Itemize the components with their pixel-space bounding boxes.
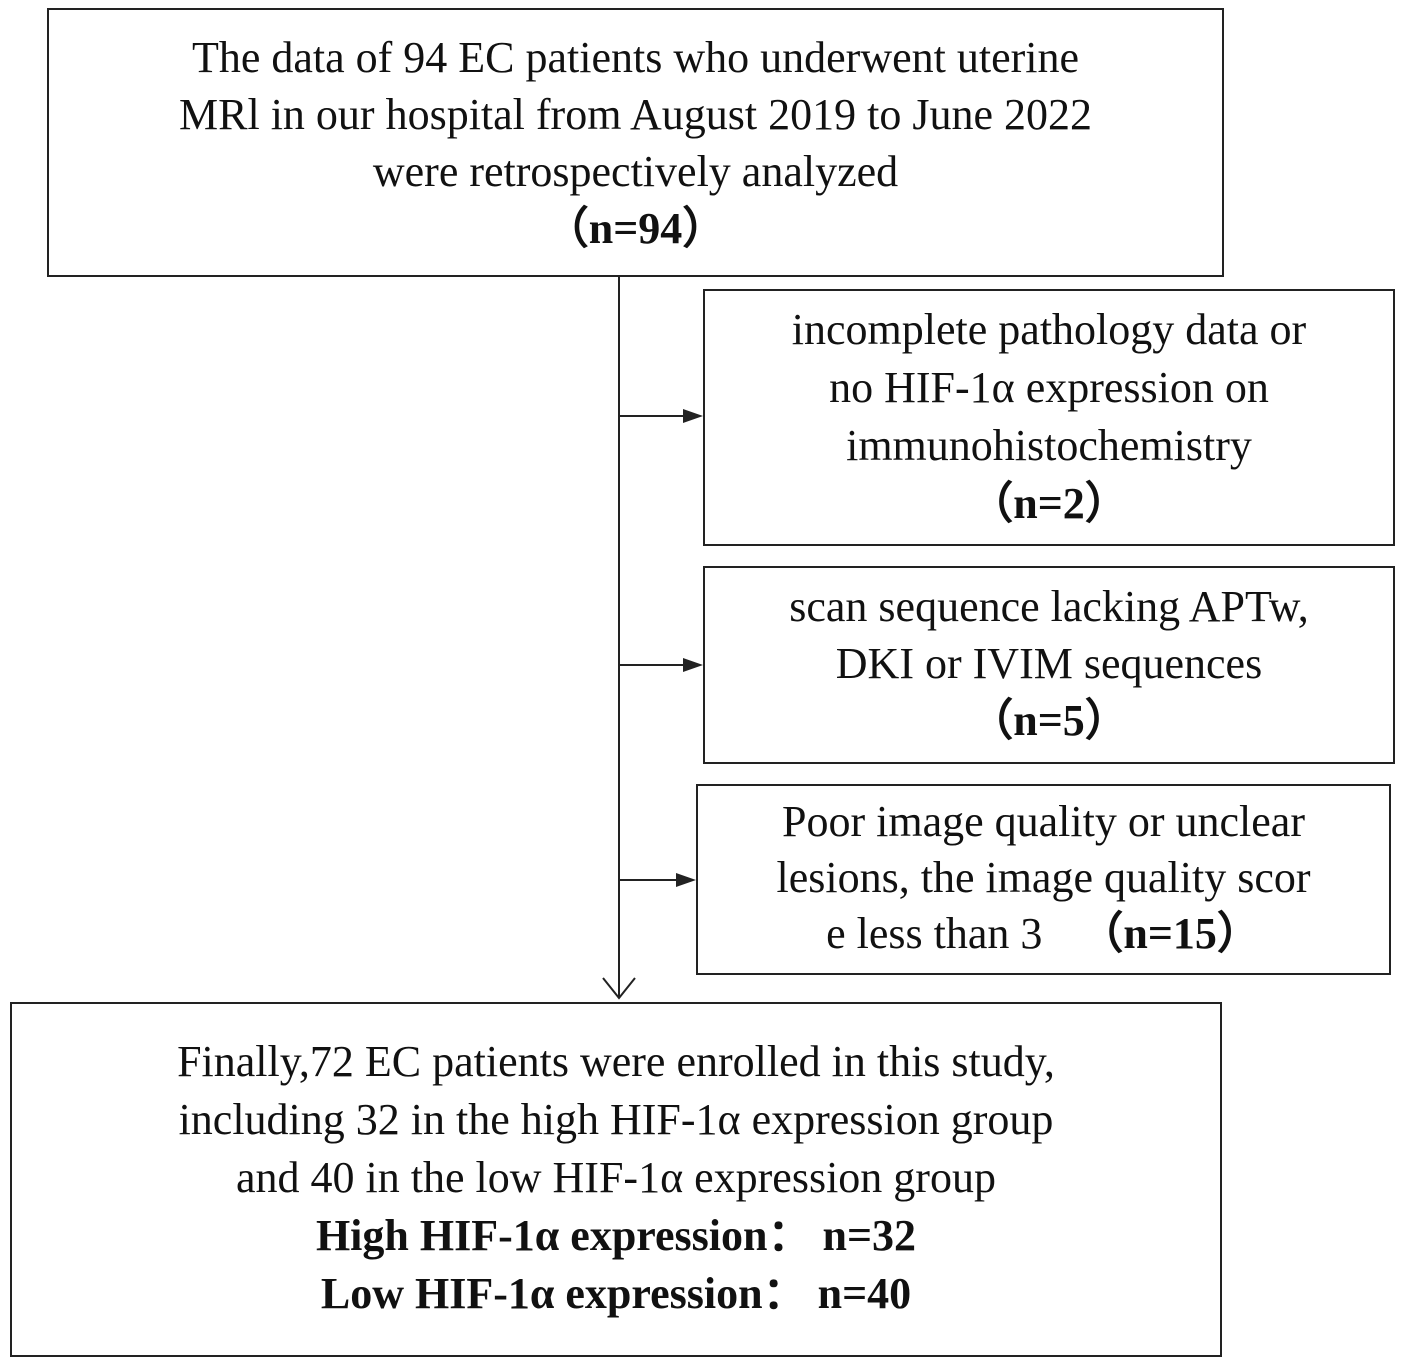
initial-cohort-count: （n=94） <box>544 203 727 253</box>
final-cohort-line-3: and 40 in the low HIF-1α expression grou… <box>236 1152 996 1202</box>
initial-cohort-line-2: MRl in our hospital from August 2019 to … <box>179 89 1092 139</box>
exclusion-1-line-1: incomplete pathology data or <box>791 304 1307 354</box>
exclusion-box-sequence: scan sequence lacking APTw, DKI or IVIM … <box>703 566 1395 764</box>
exclusion-2-line-1: scan sequence lacking APTw, <box>789 581 1309 631</box>
high-expression-count: High HIF-1α expression： n=32 <box>315 1210 917 1260</box>
exclusion-3-count: （n=15） <box>1079 908 1261 958</box>
main-flow-arrowhead <box>602 977 636 1000</box>
exclusion-1-line-3: immunohistochemistry <box>846 420 1252 470</box>
final-cohort-line-2: including 32 in the high HIF-1α expressi… <box>178 1094 1054 1144</box>
exclusion-2-line-2: DKI or IVIM sequences <box>835 638 1263 688</box>
final-cohort-line-1: Finally,72 EC patients were enrolled in … <box>177 1036 1055 1086</box>
exclusion-3-line-2: lesions, the image quality scor <box>776 852 1311 902</box>
exclusion-2-count: （n=5） <box>969 695 1129 745</box>
exclusion-1-count: （n=2） <box>969 478 1129 528</box>
initial-cohort-line-3: were retrospectively analyzed <box>372 146 899 196</box>
exclusion-box-pathology: incomplete pathology data or no HIF-1α e… <box>703 289 1395 546</box>
exclusion-arrowhead-3 <box>676 873 696 887</box>
exclusion-1-line-2: no HIF-1α expression on <box>829 362 1269 412</box>
exclusion-arrowhead-2 <box>683 658 703 672</box>
exclusion-3-line-3: e less than 3 <box>826 908 1043 958</box>
exclusion-3-line-1: Poor image quality or unclear <box>782 796 1305 846</box>
low-expression-count: Low HIF-1α expression： n=40 <box>320 1268 912 1318</box>
initial-cohort-line-1: The data of 94 EC patients who underwent… <box>191 32 1080 82</box>
exclusion-box-image-quality: Poor image quality or unclear lesions, t… <box>696 784 1391 975</box>
final-cohort-box: Finally,72 EC patients were enrolled in … <box>10 1002 1222 1357</box>
exclusion-arrowhead-1 <box>683 409 703 423</box>
exclusion-3-line-3-wrapper: e less than 3 （n=15） <box>826 908 1261 958</box>
initial-cohort-box: The data of 94 EC patients who underwent… <box>47 8 1224 277</box>
